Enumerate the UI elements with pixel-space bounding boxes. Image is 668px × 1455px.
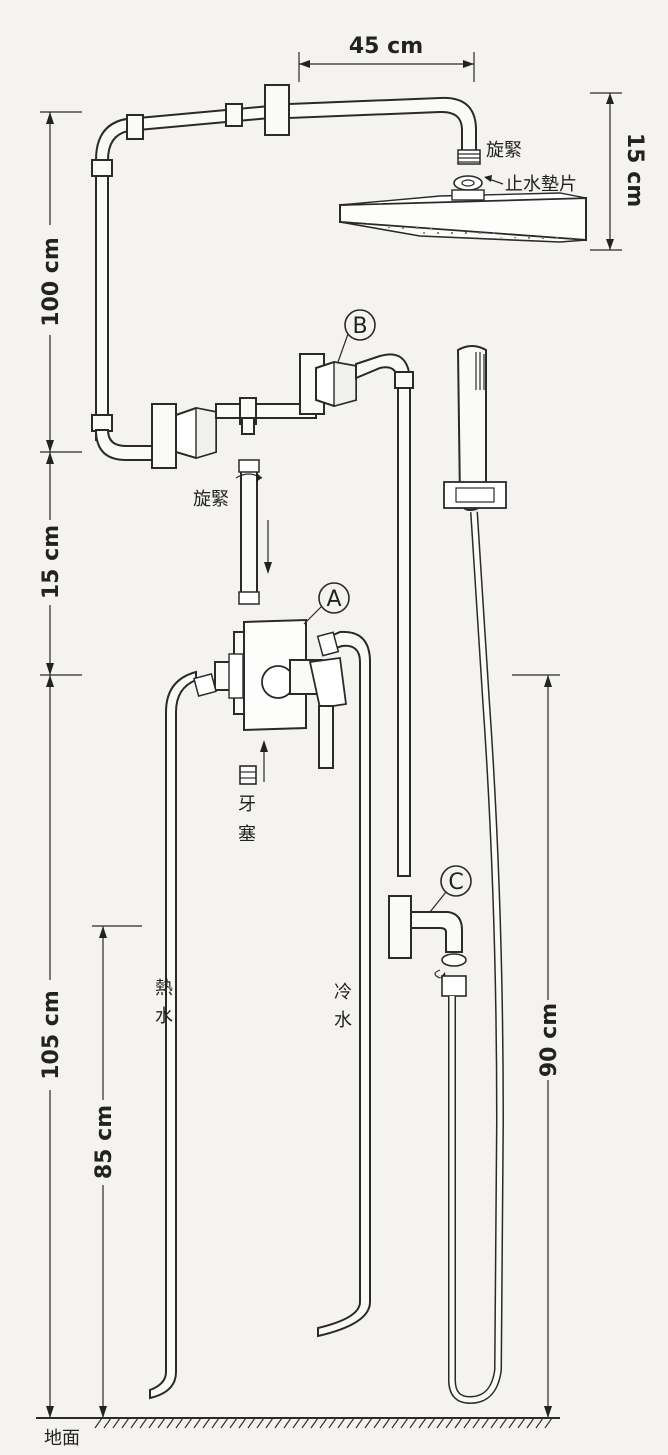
hatch-stroke <box>211 1417 220 1429</box>
hatch-stroke <box>193 1417 202 1429</box>
arm-thread <box>457 149 481 165</box>
hatch-stroke <box>112 1417 121 1429</box>
hatch-stroke <box>274 1417 283 1429</box>
hatch-stroke <box>544 1417 553 1429</box>
shower-arm <box>288 96 477 153</box>
hatch-stroke <box>472 1417 481 1429</box>
label-hot-1: 熱 <box>155 978 173 999</box>
callout-b: B <box>337 309 376 363</box>
hand-shower-outlet <box>388 895 467 997</box>
hatch-stroke <box>229 1417 238 1429</box>
hatch-stroke <box>256 1417 265 1429</box>
hatch-stroke <box>427 1417 436 1429</box>
ground-hatching <box>94 1417 553 1429</box>
label-cold-2: 水 <box>334 1010 352 1031</box>
label-cold-1: 冷 <box>334 982 352 1003</box>
dim-inlet-height-label: 85 cm <box>92 1105 117 1179</box>
dim-handheld-height-label: 90 cm <box>537 1003 562 1077</box>
label-hot-2: 水 <box>155 1006 173 1027</box>
hatch-stroke <box>373 1417 382 1429</box>
dim-upper-height-label: 100 cm <box>39 237 64 327</box>
hatch-stroke <box>436 1417 445 1429</box>
top-wall-flange <box>264 84 290 136</box>
callout-b-label: B <box>352 314 367 339</box>
label-plug-1: 牙 <box>238 794 256 815</box>
dim-top-width-label: 45 cm <box>349 34 423 59</box>
hot-water-pipe <box>149 670 217 1400</box>
hatch-stroke <box>400 1417 409 1429</box>
dim-middle-height-label: 15 cm <box>39 525 64 599</box>
hatch-stroke <box>148 1417 157 1429</box>
hatch-stroke <box>292 1417 301 1429</box>
hatch-stroke <box>328 1417 337 1429</box>
hatch-stroke <box>481 1417 490 1429</box>
label-ground: 地面 <box>44 1428 80 1449</box>
hatch-stroke <box>409 1417 418 1429</box>
dim-top-width: 45 cm <box>298 34 475 82</box>
hatch-stroke <box>130 1417 139 1429</box>
ground-line <box>36 1417 560 1429</box>
hatch-stroke <box>355 1417 364 1429</box>
hatch-stroke <box>184 1417 193 1429</box>
hatch-stroke <box>454 1417 463 1429</box>
dim-head-drop-label: 15 cm <box>622 133 647 207</box>
hatch-stroke <box>175 1417 184 1429</box>
hand-shower <box>443 345 507 512</box>
dim-left-column: 100 cm 15 cm 105 cm <box>36 111 82 1418</box>
hatch-stroke <box>202 1417 211 1429</box>
thread-plug <box>239 740 268 785</box>
hatch-stroke <box>283 1417 292 1429</box>
dim-head-drop: 15 cm <box>590 92 647 251</box>
hatch-stroke <box>265 1417 274 1429</box>
hatch-stroke <box>382 1417 391 1429</box>
hatch-stroke <box>445 1417 454 1429</box>
label-tighten-top: 旋緊 <box>486 140 522 161</box>
hatch-stroke <box>157 1417 166 1429</box>
hatch-stroke <box>526 1417 535 1429</box>
extension-pipe <box>235 459 272 605</box>
hatch-stroke <box>337 1417 346 1429</box>
label-plug-2: 塞 <box>238 824 256 845</box>
hatch-stroke <box>94 1417 103 1429</box>
hatch-stroke <box>364 1417 373 1429</box>
mixer-valve <box>214 618 348 769</box>
dim-handheld-height: 90 cm <box>512 674 562 1418</box>
hatch-stroke <box>346 1417 355 1429</box>
hatch-stroke <box>238 1417 247 1429</box>
hatch-stroke <box>499 1417 508 1429</box>
washer <box>453 175 504 191</box>
hatch-stroke <box>535 1417 544 1429</box>
dim-lower-height-label: 105 cm <box>39 990 64 1080</box>
dim-inlet-height: 85 cm <box>88 925 142 1418</box>
callout-c-label: C <box>448 870 463 895</box>
hatch-stroke <box>121 1417 130 1429</box>
hatch-stroke <box>319 1417 328 1429</box>
callout-a: A <box>303 582 350 625</box>
callout-a-label: A <box>326 587 341 612</box>
riser-pipe <box>91 103 271 461</box>
hatch-stroke <box>247 1417 256 1429</box>
hatch-stroke <box>508 1417 517 1429</box>
hatch-stroke <box>103 1417 112 1429</box>
hatch-stroke <box>310 1417 319 1429</box>
hatch-stroke <box>418 1417 427 1429</box>
hatch-stroke <box>220 1417 229 1429</box>
cold-water-pipe <box>316 630 371 1338</box>
hatch-stroke <box>166 1417 175 1429</box>
hatch-stroke <box>139 1417 148 1429</box>
hatch-stroke <box>490 1417 499 1429</box>
shower-hose-inner <box>449 511 503 1403</box>
diverter-manifold <box>151 353 414 877</box>
label-washer: 止水墊片 <box>505 174 577 195</box>
rain-shower-head <box>339 189 587 243</box>
hatch-stroke <box>517 1417 526 1429</box>
hatch-stroke <box>463 1417 472 1429</box>
label-tighten-mid: 旋緊 <box>193 489 229 510</box>
callout-c: C <box>429 865 472 913</box>
hatch-stroke <box>391 1417 400 1429</box>
hatch-stroke <box>301 1417 310 1429</box>
